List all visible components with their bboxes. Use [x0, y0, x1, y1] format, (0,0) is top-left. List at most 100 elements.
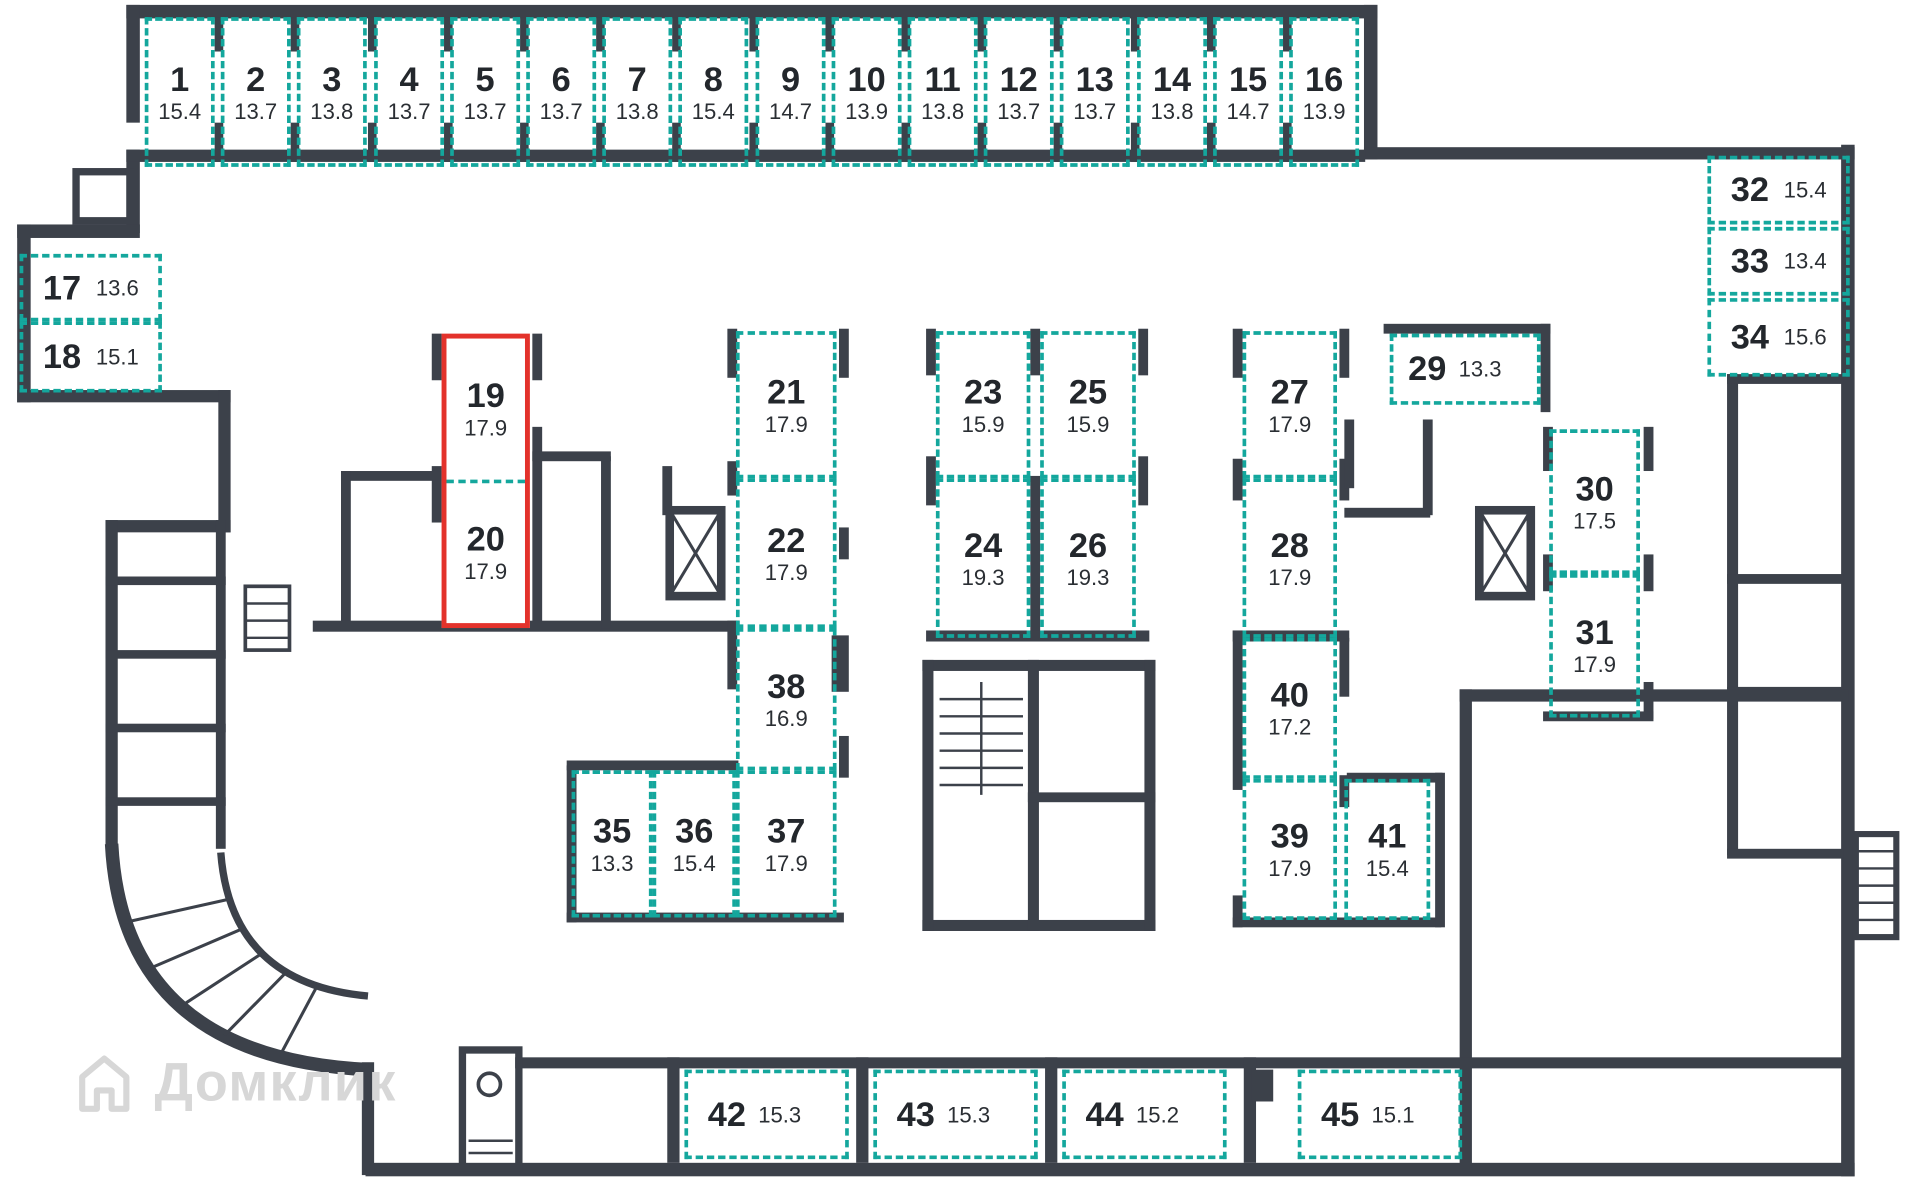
- unit-number: 35: [592, 811, 632, 850]
- unit-area: 15.1: [95, 344, 139, 370]
- unit-area: 19.3: [961, 564, 1005, 590]
- unit-area: 13.6: [95, 275, 139, 300]
- unit-area: 15.4: [1783, 177, 1827, 203]
- curved-stair: [104, 843, 369, 1077]
- unit-19[interactable]: 19 17.9: [446, 339, 525, 479]
- unit-3[interactable]: 3 13.8: [296, 17, 367, 167]
- unit-number: 1: [170, 59, 190, 98]
- unit-number: 40: [1270, 675, 1309, 714]
- elevator-left: [665, 505, 726, 601]
- unit-5[interactable]: 5 13.7: [450, 17, 521, 167]
- unit-41[interactable]: 41 15.4: [1344, 778, 1431, 920]
- unit-area: 16.9: [764, 705, 808, 731]
- service-nub: [72, 168, 134, 225]
- unit-31[interactable]: 31 17.9: [1549, 574, 1640, 718]
- unit-6[interactable]: 6 13.7: [526, 17, 597, 167]
- unit-number: 16: [1305, 59, 1344, 98]
- unit-area: 13.8: [310, 98, 354, 124]
- watermark-text: Домклик: [154, 1052, 397, 1113]
- unit-25[interactable]: 25 15.9: [1040, 331, 1136, 479]
- unit-33[interactable]: 33 13.4: [1707, 226, 1850, 296]
- selected-units-19-20[interactable]: 19 17.9 20 17.9: [441, 333, 530, 629]
- right-edge-stair: [1852, 831, 1900, 941]
- unit-18[interactable]: 18 15.1: [19, 321, 162, 393]
- unit-area: 14.7: [769, 98, 813, 124]
- unit-number: 3: [322, 59, 342, 98]
- unit-12[interactable]: 12 13.7: [983, 17, 1054, 167]
- unit-45[interactable]: 45 15.1: [1297, 1069, 1463, 1160]
- unit-number: 8: [703, 59, 723, 98]
- unit-23[interactable]: 23 15.9: [935, 331, 1031, 479]
- unit-number: 15: [1228, 59, 1268, 98]
- unit-38[interactable]: 38 16.9: [735, 628, 837, 771]
- unit-27[interactable]: 27 17.9: [1242, 331, 1337, 479]
- unit-area: 15.9: [961, 411, 1005, 437]
- unit-22[interactable]: 22 17.9: [735, 478, 837, 629]
- unit-35[interactable]: 35 13.3: [571, 770, 653, 918]
- unit-43[interactable]: 43 15.3: [873, 1069, 1038, 1160]
- unit-area: 13.9: [1302, 98, 1346, 124]
- unit-26[interactable]: 26 19.3: [1040, 478, 1136, 638]
- unit-17[interactable]: 17 13.6: [19, 253, 162, 322]
- unit-number: 11: [924, 59, 961, 98]
- unit-14[interactable]: 14 13.8: [1137, 17, 1207, 167]
- unit-number: 44: [1085, 1094, 1124, 1133]
- unit-2[interactable]: 2 13.7: [220, 17, 291, 167]
- unit-28[interactable]: 28 17.9: [1242, 478, 1337, 638]
- unit-13[interactable]: 13 13.7: [1059, 17, 1130, 167]
- unit-42[interactable]: 42 15.3: [684, 1069, 849, 1160]
- small-stair: [243, 584, 292, 652]
- unit-area: 13.4: [1783, 248, 1827, 274]
- unit-number: 28: [1270, 525, 1309, 564]
- elevator-right: [1474, 505, 1536, 601]
- unit-number: 23: [964, 372, 1003, 411]
- bottom-utility-room: [458, 1046, 523, 1172]
- unit-area: 15.4: [691, 98, 735, 124]
- unit-area: 17.9: [764, 559, 808, 585]
- unit-10[interactable]: 10 13.9: [831, 17, 902, 167]
- unit-11[interactable]: 11 13.8: [907, 17, 978, 167]
- unit-4[interactable]: 4 13.7: [374, 17, 445, 167]
- unit-number: 32: [1730, 170, 1769, 209]
- unit-area: 13.8: [1150, 98, 1194, 124]
- unit-area: 15.4: [1365, 856, 1409, 881]
- unit-36[interactable]: 36 15.4: [652, 770, 736, 918]
- unit-37[interactable]: 37 17.9: [735, 770, 837, 918]
- unit-area: 17.9: [764, 850, 808, 876]
- unit-30[interactable]: 30 17.5: [1549, 429, 1640, 575]
- unit-44[interactable]: 44 15.2: [1062, 1069, 1227, 1160]
- unit-8[interactable]: 8 15.4: [678, 17, 749, 167]
- unit-number: 7: [627, 59, 647, 98]
- unit-number: 37: [767, 811, 806, 850]
- unit-number: 22: [767, 520, 806, 559]
- unit-area: 15.4: [158, 98, 202, 124]
- unit-number: 45: [1321, 1094, 1360, 1133]
- unit-area: 17.5: [1573, 508, 1617, 533]
- unit-40[interactable]: 40 17.2: [1242, 637, 1337, 779]
- unit-number: 26: [1068, 525, 1108, 564]
- unit-21[interactable]: 21 17.9: [735, 331, 837, 479]
- unit-1[interactable]: 1 15.4: [144, 17, 215, 167]
- unit-34[interactable]: 34 15.6: [1707, 298, 1850, 377]
- unit-number: 34: [1730, 317, 1769, 356]
- unit-area: 15.1: [1371, 1102, 1415, 1127]
- unit-15[interactable]: 15 14.7: [1213, 17, 1284, 167]
- unit-area: 17.9: [1268, 411, 1312, 437]
- unit-20[interactable]: 20 17.9: [446, 478, 525, 623]
- unit-area: 13.7: [539, 98, 583, 124]
- unit-7[interactable]: 7 13.8: [602, 17, 673, 167]
- unit-number: 17: [42, 268, 82, 307]
- unit-9[interactable]: 9 14.7: [755, 17, 826, 167]
- unit-39[interactable]: 39 17.9: [1242, 778, 1337, 920]
- unit-32[interactable]: 32 15.4: [1707, 155, 1850, 225]
- core-stairs: [939, 681, 1023, 795]
- unit-29[interactable]: 29 13.3: [1389, 333, 1541, 405]
- unit-area: 17.2: [1268, 715, 1312, 740]
- unit-number: 9: [780, 59, 801, 98]
- unit-number: 20: [466, 520, 505, 559]
- unit-area: 13.7: [234, 98, 278, 124]
- unit-16[interactable]: 16 13.9: [1289, 17, 1360, 167]
- unit-area: 13.7: [463, 98, 507, 124]
- unit-area: 13.8: [615, 98, 659, 124]
- unit-24[interactable]: 24 19.3: [935, 478, 1031, 638]
